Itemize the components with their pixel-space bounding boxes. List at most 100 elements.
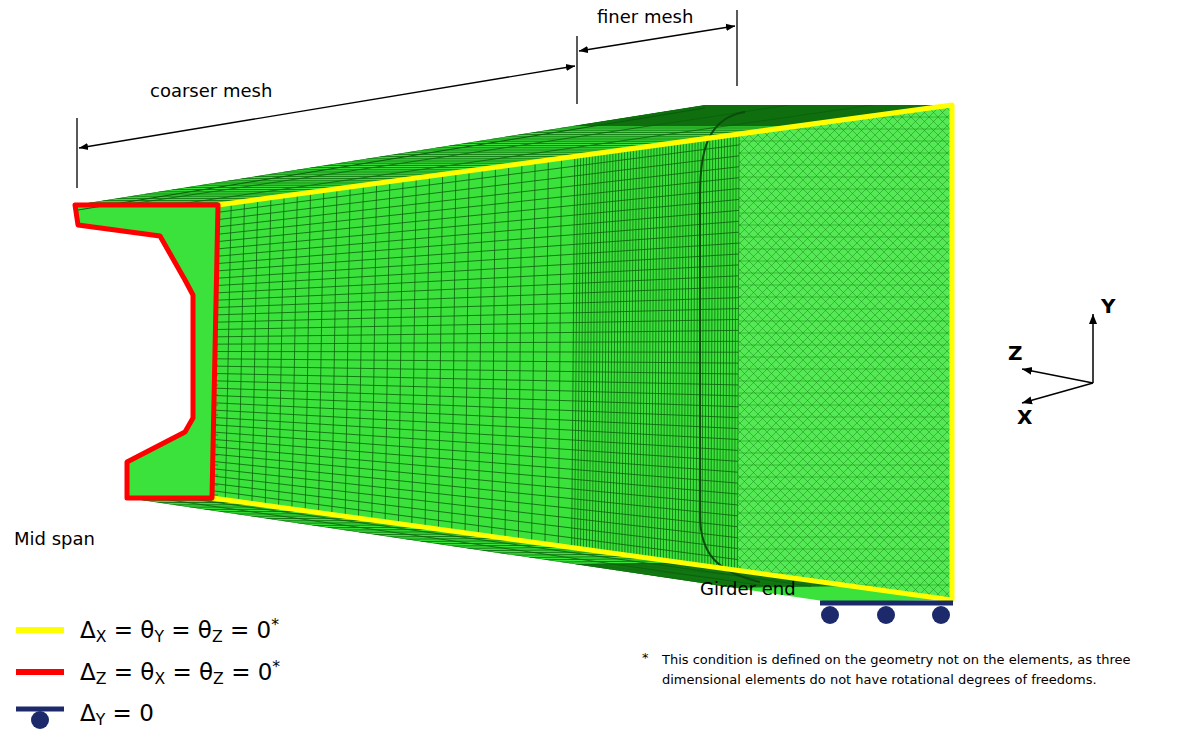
mesh-line xyxy=(1020,100,1184,620)
mesh-line xyxy=(216,265,738,293)
text-run: = θ xyxy=(165,658,213,684)
mesh-line xyxy=(300,100,820,620)
mesh-line xyxy=(737,453,955,454)
mesh-line xyxy=(505,136,719,137)
mesh-line xyxy=(318,100,838,620)
subscript: Z xyxy=(213,668,224,687)
mesh-line xyxy=(993,100,1184,620)
mesh-line xyxy=(867,100,1184,620)
legend-item: ΔX = θY = θZ = 0* xyxy=(14,613,279,647)
mesh-line xyxy=(75,285,218,286)
mesh-line xyxy=(948,100,1184,620)
mesh-line xyxy=(390,100,910,620)
mesh-line xyxy=(215,351,738,353)
mesh-line xyxy=(975,100,1184,620)
mesh-line xyxy=(984,100,1184,620)
mesh-line xyxy=(840,100,1184,620)
mesh-line xyxy=(966,100,1184,620)
mesh-line xyxy=(777,100,1184,620)
mesh-line xyxy=(372,100,892,620)
mesh-line xyxy=(516,100,1036,620)
line-sample xyxy=(16,627,64,633)
mesh-line xyxy=(1155,100,1184,620)
mesh-line xyxy=(75,105,705,205)
text-run: Δ xyxy=(80,658,96,684)
axis-label: Z xyxy=(1008,341,1023,365)
mesh-line xyxy=(381,100,901,620)
mesh-line xyxy=(831,100,1184,620)
mesh-line xyxy=(858,100,1184,620)
mesh-line xyxy=(214,388,738,407)
mesh-line xyxy=(737,153,955,154)
mesh-line xyxy=(804,100,1184,620)
mesh-line xyxy=(215,341,738,344)
mesh-line xyxy=(237,100,757,620)
mesh-line xyxy=(737,381,955,382)
mesh-line xyxy=(372,100,892,620)
mesh-line xyxy=(408,100,928,620)
text-run: = θ xyxy=(164,616,212,642)
mesh-line xyxy=(606,100,1126,620)
mesh-line xyxy=(732,100,1184,620)
mesh-line xyxy=(217,199,739,248)
mesh-line xyxy=(1101,100,1184,620)
mesh-line xyxy=(795,100,1184,620)
mesh-line xyxy=(75,345,218,346)
mesh-line xyxy=(993,100,1184,620)
legend-item: ΔY = 0 xyxy=(14,697,154,731)
mesh-line xyxy=(318,100,838,620)
mesh-line xyxy=(1182,100,1184,620)
mesh-line xyxy=(759,100,1184,620)
mesh-line xyxy=(498,100,1018,620)
mesh-line xyxy=(737,429,955,430)
mesh-line xyxy=(687,100,1184,620)
mesh-line xyxy=(1182,100,1184,620)
mesh-line xyxy=(1056,100,1184,620)
axis-arrow xyxy=(1092,314,1094,383)
mesh-line xyxy=(957,100,1184,620)
axis-triad xyxy=(1022,314,1093,403)
mesh-line xyxy=(519,134,735,135)
mesh-line xyxy=(894,100,1184,620)
mesh-line xyxy=(930,100,1184,620)
mesh-line xyxy=(669,100,1184,620)
mesh-line xyxy=(786,100,1184,620)
mesh-line xyxy=(1002,100,1184,620)
mesh-line xyxy=(309,100,829,620)
dimension-label: coarser mesh xyxy=(150,80,272,102)
mesh-line xyxy=(696,100,1184,620)
mesh-line xyxy=(737,213,955,214)
mesh-line xyxy=(737,333,955,334)
mesh-line xyxy=(737,225,955,226)
mesh-line xyxy=(741,100,1184,620)
mesh-line xyxy=(737,357,955,358)
mesh-line xyxy=(1092,100,1184,620)
mesh-line xyxy=(75,265,218,266)
mesh-line xyxy=(218,145,739,212)
extension-line xyxy=(576,36,577,104)
mesh-line xyxy=(921,100,1184,620)
symmetry-line-sample xyxy=(14,613,66,647)
mesh-line xyxy=(737,201,955,202)
dimension-lines xyxy=(77,10,737,188)
mesh-lines xyxy=(75,105,952,587)
mesh-line xyxy=(948,100,1184,620)
mesh-line xyxy=(75,495,218,496)
mesh-line xyxy=(737,165,955,166)
section-label: Girder end xyxy=(700,578,796,600)
mesh-line xyxy=(75,445,218,446)
mesh-line xyxy=(737,285,955,286)
mesh-line xyxy=(678,100,1184,620)
mesh-line xyxy=(741,100,1184,620)
mesh-line xyxy=(705,100,1184,620)
mesh-line xyxy=(750,100,1184,620)
mesh-line xyxy=(75,375,218,376)
mesh-line xyxy=(156,498,771,587)
subscript: Z xyxy=(96,668,107,687)
mesh-line xyxy=(651,100,1171,620)
mesh-line xyxy=(804,100,1184,620)
mesh-line xyxy=(1173,100,1184,620)
mesh-line xyxy=(75,415,218,416)
mesh-line xyxy=(737,105,955,106)
mesh-line xyxy=(1092,100,1184,620)
